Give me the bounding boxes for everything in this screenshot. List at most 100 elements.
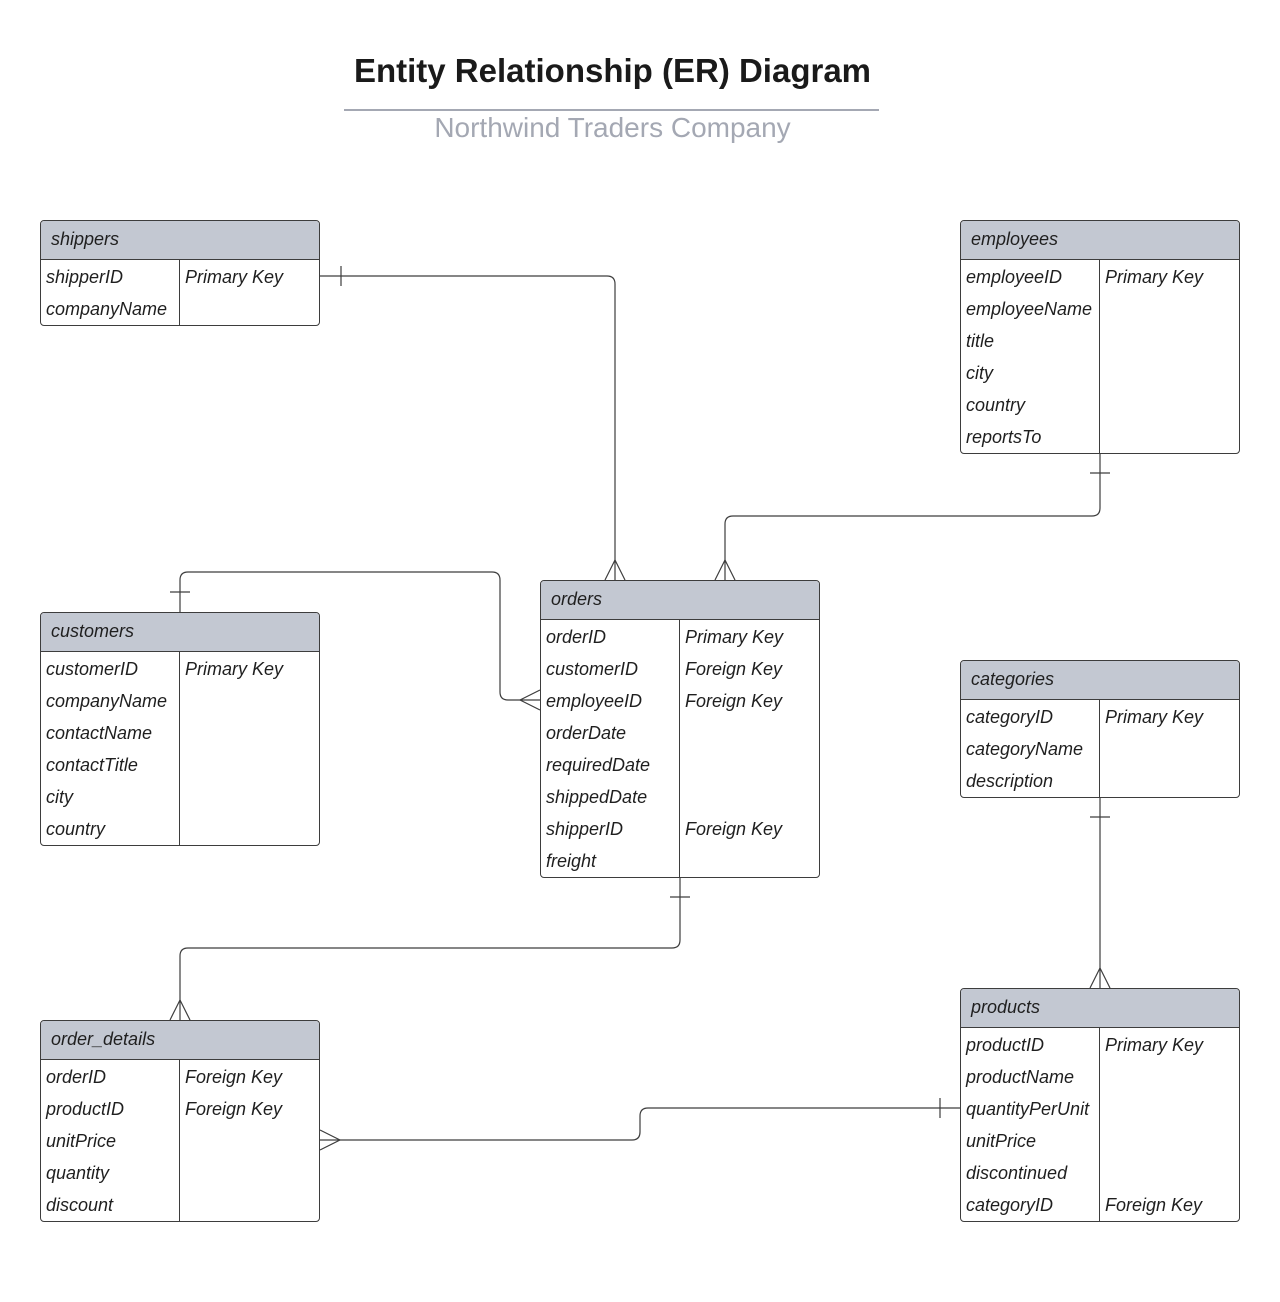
entity-attributes: productID Primary Key productName quantityP… — [961, 1028, 1239, 1221]
title-divider — [344, 109, 879, 111]
entity-shippers[interactable]: shippers shipperID Primary Key companyName — [40, 220, 320, 326]
attribute-name: discontinued — [966, 1162, 1068, 1183]
attribute-row: quantity — [41, 1157, 319, 1189]
attribute-name: shipperID — [46, 266, 124, 287]
entity-name: shippers — [51, 229, 120, 249]
attribute-row: description — [961, 765, 1239, 797]
attribute-row: country — [961, 389, 1239, 421]
attribute-key-type: Foreign Key — [685, 818, 783, 839]
attribute-row: customerID Foreign Key — [541, 653, 819, 685]
attribute-row: productName — [961, 1061, 1239, 1093]
attribute-key-type: Foreign Key — [185, 1098, 283, 1119]
diagram-title: Entity Relationship (ER) Diagram — [353, 52, 872, 89]
attribute-row: orderDate — [541, 717, 819, 749]
attribute-name: requiredDate — [546, 754, 651, 775]
attribute-row: freight — [541, 845, 819, 877]
attribute-row: companyName — [41, 293, 319, 325]
attribute-key-type: Foreign Key — [1105, 1194, 1203, 1215]
attribute-name: employeeID — [966, 266, 1063, 287]
attribute-key-type: Primary Key — [1105, 266, 1204, 287]
entity-header: products — [961, 989, 1239, 1028]
attribute-name: city — [46, 786, 73, 807]
attribute-name: shippedDate — [546, 786, 648, 807]
attribute-row: unitPrice — [961, 1125, 1239, 1157]
attribute-row: shippedDate — [541, 781, 819, 813]
entity-name: orders — [551, 589, 603, 609]
attribute-row: employeeID Foreign Key — [541, 685, 819, 717]
relationship-employees-orders — [714, 452, 1110, 581]
attribute-row: productID Primary Key — [961, 1029, 1239, 1061]
attribute-row: categoryName — [961, 733, 1239, 765]
attribute-name: description — [966, 770, 1054, 791]
entity-header: customers — [41, 613, 319, 652]
attribute-name: unitPrice — [46, 1130, 117, 1151]
attribute-name: orderID — [546, 626, 607, 647]
attribute-name: productID — [966, 1034, 1045, 1055]
attribute-name: reportsTo — [966, 426, 1042, 447]
attribute-row: contactName — [41, 717, 319, 749]
column-divider — [179, 1060, 180, 1221]
attribute-name: companyName — [46, 690, 168, 711]
column-divider — [1099, 700, 1100, 797]
attribute-name: companyName — [46, 298, 168, 319]
attribute-name: orderID — [46, 1066, 107, 1087]
attribute-row: title — [961, 325, 1239, 357]
attribute-key-type: Primary Key — [185, 658, 284, 679]
attribute-name: orderDate — [546, 722, 627, 743]
relationship-shippers-orders — [320, 266, 626, 581]
attribute-name: categoryName — [966, 738, 1084, 759]
relationship-customers-orders — [170, 571, 541, 711]
attribute-name: contactName — [46, 722, 153, 743]
column-divider — [679, 620, 680, 877]
column-divider — [1099, 1028, 1100, 1221]
attribute-row: country — [41, 813, 319, 845]
entity-header: order_details — [41, 1021, 319, 1060]
attribute-key-type: Foreign Key — [685, 690, 783, 711]
entity-header: employees — [961, 221, 1239, 260]
attribute-name: country — [966, 394, 1026, 415]
entity-header: shippers — [41, 221, 319, 260]
attribute-name: categoryID — [966, 706, 1054, 727]
attribute-name: discount — [46, 1194, 114, 1215]
attribute-key-type: Primary Key — [1105, 1034, 1204, 1055]
entity-header: orders — [541, 581, 819, 620]
attribute-row: discount — [41, 1189, 319, 1221]
attribute-row: reportsTo — [961, 421, 1239, 453]
attribute-name: employeeID — [546, 690, 643, 711]
relationship-orders-order-details — [169, 876, 690, 1021]
attribute-row: orderID Foreign Key — [41, 1061, 319, 1093]
attribute-name: customerID — [546, 658, 639, 679]
attribute-name: quantityPerUnit — [966, 1098, 1090, 1119]
attribute-name: productName — [966, 1066, 1075, 1087]
column-divider — [179, 260, 180, 325]
entity-name: products — [971, 997, 1041, 1017]
attribute-key-type: Primary Key — [685, 626, 784, 647]
attribute-name: title — [966, 330, 995, 351]
attribute-key-type: Foreign Key — [185, 1066, 283, 1087]
entity-attributes: shipperID Primary Key companyName — [41, 260, 319, 325]
attribute-row: city — [961, 357, 1239, 389]
attribute-key-type: Primary Key — [185, 266, 284, 287]
entity-products[interactable]: products productID Primary Key productName q… — [960, 988, 1240, 1222]
entity-name: customers — [51, 621, 135, 641]
entity-orders[interactable]: orders orderID Primary Key customerID Foreig… — [540, 580, 820, 878]
attribute-row: companyName — [41, 685, 319, 717]
attribute-row: discontinued — [961, 1157, 1239, 1189]
attribute-row: city — [41, 781, 319, 813]
attribute-name: contactTitle — [46, 754, 138, 775]
attribute-name: quantity — [46, 1162, 110, 1183]
attribute-key-type: Foreign Key — [685, 658, 783, 679]
